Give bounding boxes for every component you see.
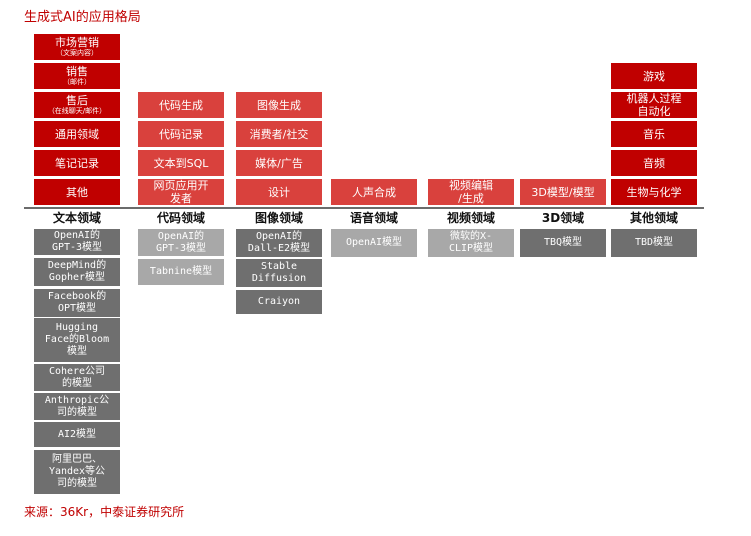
application-label: 网页应用开 发者 <box>153 179 209 205</box>
category-label: 3D领域 <box>541 211 585 225</box>
application-label: 生物与化学 <box>626 185 682 199</box>
category-label: 其他领域 <box>629 211 678 225</box>
application-box: 人声合成 <box>331 179 417 205</box>
application-box: 代码记录 <box>138 121 224 147</box>
source-note: 来源：36Kr，中泰证券研究所 <box>24 505 185 519</box>
model-box: DeepMind的 Gopher模型 <box>34 258 120 286</box>
application-label: 媒体/广告 <box>255 156 303 170</box>
application-box: 音频 <box>611 150 697 176</box>
application-box: 生物与化学 <box>611 179 697 205</box>
application-label: 售后 <box>66 94 88 107</box>
application-box: 设计 <box>236 179 322 205</box>
category-label: 代码领域 <box>156 211 205 225</box>
application-box: 媒体/广告 <box>236 150 322 176</box>
model-box: Facebook的 OPT模型 <box>34 289 120 317</box>
application-box: 通用领域 <box>34 121 120 147</box>
model-box: Stable Diffusion <box>236 259 322 287</box>
application-box: 市场营销（文案内容） <box>34 34 120 60</box>
model-box: OpenAI的 GPT-3模型 <box>34 229 120 255</box>
application-label: 文本到SQL <box>153 156 209 170</box>
model-box: OpenAI模型 <box>331 229 417 257</box>
category-axis-line <box>24 207 704 209</box>
application-label: 音频 <box>643 156 665 170</box>
application-box: 消费者/社交 <box>236 121 322 147</box>
model-box: TBD模型 <box>611 229 697 257</box>
application-box: 其他 <box>34 179 120 205</box>
application-sublabel: （邮件） <box>63 78 91 86</box>
model-box: 阿里巴巴、 Yandex等公 司的模型 <box>34 450 120 494</box>
model-box: Craiyon <box>236 290 322 314</box>
category-label: 语音领域 <box>349 211 398 225</box>
application-label: 机器人过程 自动化 <box>626 92 682 118</box>
application-box: 文本到SQL <box>138 150 224 176</box>
category-label: 图像领域 <box>254 211 303 225</box>
application-label: 3D模型/模型 <box>531 185 595 199</box>
application-sublabel: （在线聊天/邮件） <box>47 107 107 115</box>
application-label: 音乐 <box>643 127 665 141</box>
application-label: 消费者/社交 <box>249 127 309 141</box>
application-box: 视频编辑 /生成 <box>428 179 514 205</box>
application-sublabel: （文案内容） <box>56 49 98 57</box>
application-box: 图像生成 <box>236 92 322 118</box>
diagram-title: 生成式AI的应用格局 <box>24 10 141 25</box>
model-box: Tabnine模型 <box>138 259 224 285</box>
model-box: OpenAI的 Dall-E2模型 <box>236 229 322 257</box>
application-box: 3D模型/模型 <box>520 179 606 205</box>
application-label: 销售 <box>66 65 88 78</box>
application-label: 通用领域 <box>55 127 99 141</box>
application-box: 音乐 <box>611 121 697 147</box>
model-box: 微软的X- CLIP模型 <box>428 229 514 257</box>
application-label: 游戏 <box>643 69 665 83</box>
application-box: 网页应用开 发者 <box>138 179 224 205</box>
application-label: 市场营销 <box>55 36 99 49</box>
category-label: 视频领域 <box>446 211 495 225</box>
model-box: Anthropic公 司的模型 <box>34 393 120 420</box>
application-label: 图像生成 <box>257 98 301 112</box>
application-label: 代码生成 <box>159 98 203 112</box>
model-box: OpenAI的 GPT-3模型 <box>138 229 224 256</box>
category-label: 文本领域 <box>52 211 101 225</box>
model-box: Hugging Face的Bloom 模型 <box>34 318 120 362</box>
application-box: 代码生成 <box>138 92 224 118</box>
application-box: 售后（在线聊天/邮件） <box>34 92 120 118</box>
model-box: Cohere公司 的模型 <box>34 364 120 391</box>
application-box: 笔记记录 <box>34 150 120 176</box>
application-box: 机器人过程 自动化 <box>611 92 697 118</box>
application-label: 视频编辑 /生成 <box>449 179 493 205</box>
application-label: 代码记录 <box>159 127 203 141</box>
application-label: 设计 <box>268 185 290 199</box>
model-box: AI2模型 <box>34 422 120 447</box>
application-label: 笔记记录 <box>55 156 99 170</box>
application-box: 销售（邮件） <box>34 63 120 89</box>
application-label: 其他 <box>66 185 88 199</box>
application-box: 游戏 <box>611 63 697 89</box>
application-label: 人声合成 <box>352 185 396 199</box>
model-box: TBQ模型 <box>520 229 606 257</box>
